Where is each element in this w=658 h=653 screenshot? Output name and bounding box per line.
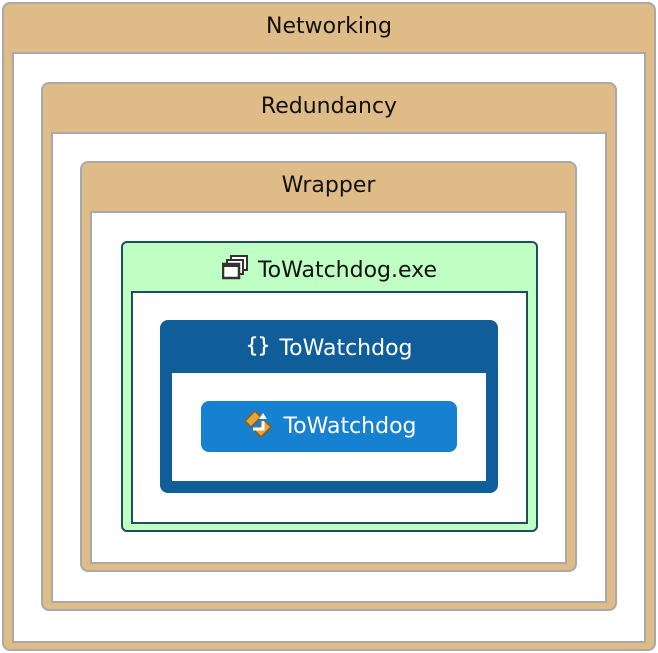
braces-icon: {} (245, 332, 271, 364)
redundancy-title: Redundancy (260, 94, 398, 119)
namespace-header: {} ToWatchdog (160, 332, 498, 364)
networking-title: Networking (266, 14, 392, 39)
component-chip[interactable]: ToWatchdog (201, 401, 457, 452)
arrows-component-icon (241, 407, 275, 447)
executable-title: ToWatchdog.exe (257, 257, 438, 283)
windows-stack-icon (221, 253, 250, 287)
namespace-title: ToWatchdog (279, 335, 413, 361)
wrapper-title: Wrapper (281, 173, 376, 198)
component-label: ToWatchdog (283, 414, 417, 439)
executable-header: ToWatchdog.exe (123, 253, 536, 287)
svg-text:{}: {} (246, 333, 270, 357)
